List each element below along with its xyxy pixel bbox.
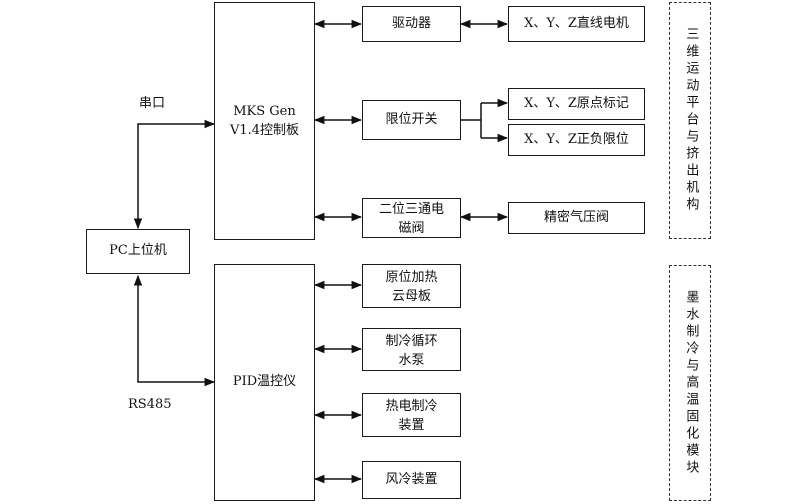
linear-motor-label: X、Y、Z直线电机 bbox=[524, 15, 629, 31]
solenoid-valve-line2: 磁阀 bbox=[398, 220, 425, 236]
mks-controller-line2: V1.4控制板 bbox=[229, 122, 300, 138]
pc-host-box: PC上位机 bbox=[86, 229, 190, 274]
mks-controller-line1: MKS Gen bbox=[233, 104, 296, 119]
solenoid-valve-line1: 二位三通电 bbox=[378, 202, 444, 217]
mks-controller-box: MKS Gen V1.4控制板 bbox=[214, 2, 315, 240]
linear-motor-box: X、Y、Z直线电机 bbox=[508, 6, 645, 42]
heater-line2: 云母板 bbox=[391, 288, 431, 304]
peltier-line2: 装置 bbox=[398, 417, 425, 433]
serial-port-label: 串口 bbox=[139, 96, 166, 111]
motion-platform-module-label: 三维运动平台与挤出机构 bbox=[683, 27, 699, 214]
precision-valve-label: 精密气压阀 bbox=[543, 209, 609, 225]
serial-connector bbox=[133, 119, 216, 230]
motion-platform-module-box: 三维运动平台与挤出机构 bbox=[669, 2, 711, 239]
driver-label: 驱动器 bbox=[391, 15, 431, 31]
solenoid-valve-box: 二位三通电 磁阀 bbox=[362, 198, 461, 238]
air-cooling-label: 风冷装置 bbox=[385, 471, 438, 487]
rs485-connector bbox=[133, 274, 216, 387]
origin-mark-label: X、Y、Z原点标记 bbox=[524, 95, 629, 111]
peltier-line1: 热电制冷 bbox=[385, 399, 438, 414]
pump-line1: 制冷循环 bbox=[385, 334, 438, 349]
peltier-box: 热电制冷 装置 bbox=[362, 393, 461, 437]
ink-cooling-module-box: 墨水制冷与高温固化模块 bbox=[669, 265, 711, 501]
pid-controller-box: PID温控仪 bbox=[214, 264, 315, 501]
driver-box: 驱动器 bbox=[362, 6, 461, 42]
limit-switch-box: 限位开关 bbox=[362, 100, 461, 140]
origin-mark-box: X、Y、Z原点标记 bbox=[508, 88, 645, 120]
limit-position-label: X、Y、Z正负限位 bbox=[524, 131, 629, 147]
air-cooling-box: 风冷装置 bbox=[362, 461, 461, 499]
limit-position-box: X、Y、Z正负限位 bbox=[508, 124, 645, 156]
ink-cooling-module-label: 墨水制冷与高温固化模块 bbox=[683, 289, 699, 477]
heater-line1: 原位加热 bbox=[385, 270, 438, 285]
pump-box: 制冷循环 水泵 bbox=[362, 328, 461, 371]
pid-controller-label: PID温控仪 bbox=[232, 374, 297, 390]
rs485-label: RS485 bbox=[128, 397, 172, 412]
heater-box: 原位加热 云母板 bbox=[362, 264, 461, 308]
pc-host-label: PC上位机 bbox=[109, 243, 167, 259]
precision-valve-box: 精密气压阀 bbox=[508, 202, 645, 234]
pump-line2: 水泵 bbox=[398, 352, 425, 368]
limit-switch-label: 限位开关 bbox=[385, 111, 438, 127]
